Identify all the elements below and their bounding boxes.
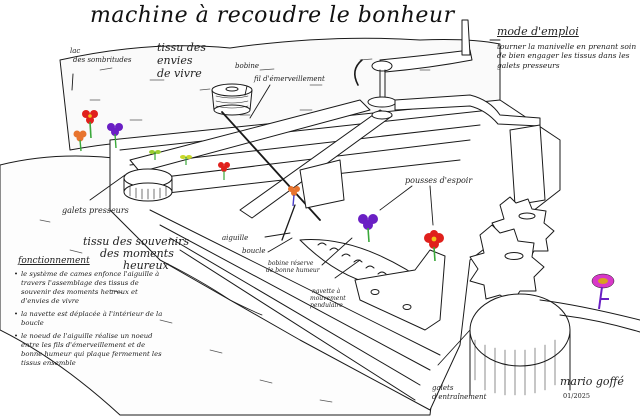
label-navette-3: pendulaire (310, 302, 343, 309)
flower-magenta (591, 273, 615, 310)
page-title: machine à recoudre le bonheur (90, 3, 455, 28)
label-aiguille: aiguille (222, 234, 249, 242)
label-bobine: bobine (235, 62, 260, 70)
sprout-1 (149, 150, 161, 160)
label-tissu-envies-1: tissu des (157, 41, 207, 54)
label-lac-sub: des sombritudes (73, 56, 132, 64)
thread (221, 111, 321, 221)
label-navette-1: navette à (312, 288, 341, 295)
signature-date: 01/2025 (563, 392, 591, 400)
gear-lower (469, 224, 545, 304)
fonctionnement-item: le système de cames enfonce l'aiguille à… (14, 270, 164, 306)
fonctionnement-item: le noeud de l'aiguille réalise un noeud … (14, 332, 164, 368)
bobine-spool (211, 83, 253, 116)
label-tissu-envies-2: envies (157, 54, 193, 67)
flower-orange (73, 130, 87, 152)
needle-block (299, 159, 345, 209)
label-pousses: pousses d'espoir (405, 176, 473, 185)
label-tissu-souvenirs-3: heureux (123, 259, 169, 272)
flower-red-2 (218, 162, 230, 180)
presser-roller (123, 168, 173, 202)
fonctionnement-item: la navette est déplacée à l'intérieur de… (14, 310, 164, 328)
fonctionnement-heading: fonctionnement (18, 256, 90, 266)
label-boucle: boucle (242, 247, 266, 255)
label-bobine-reserve-2: de bonne humeur (266, 267, 320, 274)
flower-orange-2 (288, 186, 300, 207)
signature-name: mario goffé (560, 375, 624, 388)
flower-red-3 (424, 230, 444, 262)
label-bobine-reserve-1: bobine réserve (268, 260, 314, 267)
l-bracket (354, 249, 446, 331)
sprout-2 (180, 155, 192, 165)
flower-purple-1 (107, 123, 123, 149)
label-fil: fil d'émerveillement (254, 75, 325, 83)
label-galets-presseurs: galets presseurs (62, 206, 129, 215)
label-tissu-envies-3: de vivre (157, 67, 202, 80)
label-tissu-souvenirs-1: tissu des souvenirs (83, 235, 190, 248)
mode-emploi-heading: mode d'emploi (497, 25, 579, 38)
cross-arm (129, 99, 371, 173)
label-galets-entrainement-1: galets (432, 384, 454, 392)
flower-purple-2 (358, 214, 378, 243)
fonctionnement-list: le système de cames enfonce l'aiguille à… (14, 270, 164, 372)
label-navette-2: mouvement (310, 295, 346, 302)
label-galets-entrainement-2: d'entraînement (432, 393, 487, 401)
label-lac: lac (70, 47, 81, 55)
right-frame (509, 124, 546, 206)
mode-emploi-text: tourner la manivelle en prenant soin de … (497, 42, 637, 70)
flower-red-1 (82, 110, 98, 139)
label-tissu-souvenirs-2: des moments (100, 247, 174, 260)
